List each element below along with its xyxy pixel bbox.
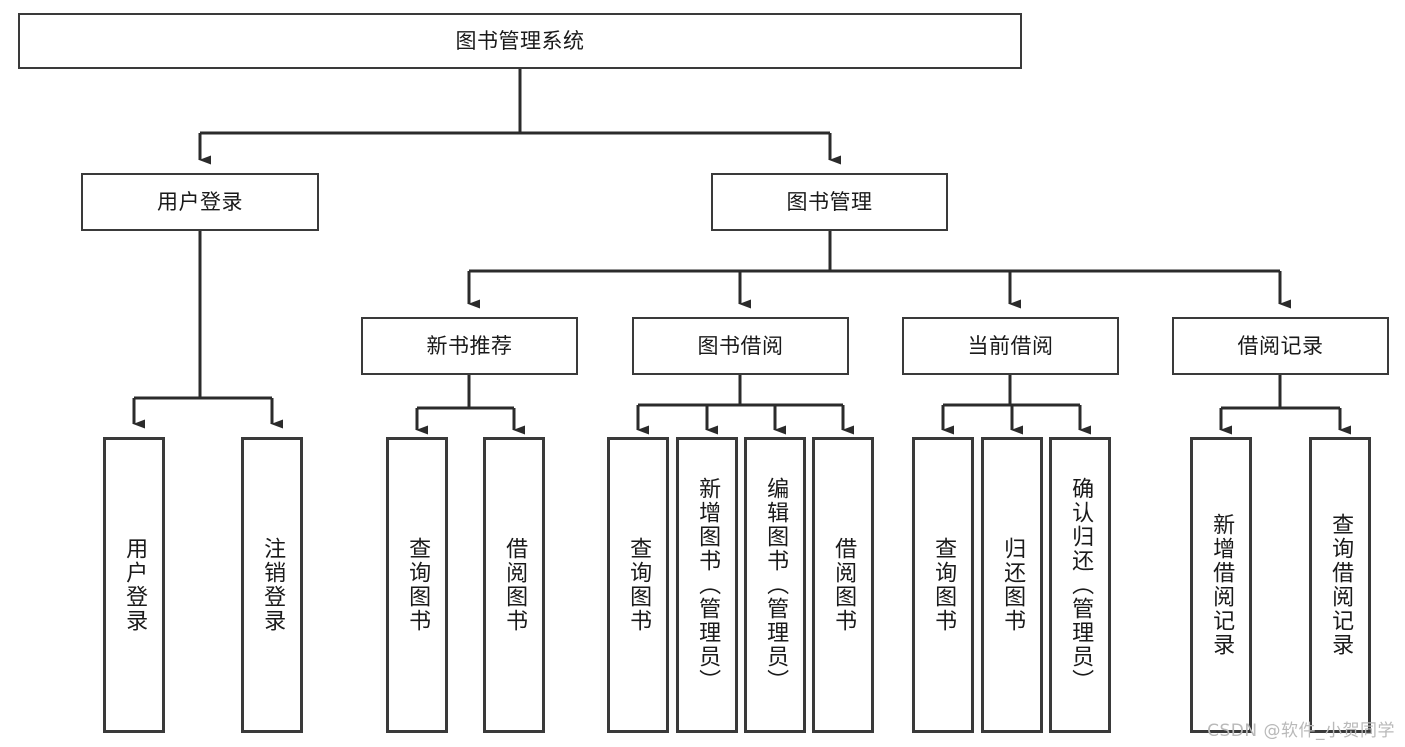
leaf-edit-book-admin[interactable]: 编辑图书（管理员） xyxy=(744,437,806,733)
leaf-logout-label: 注销登录 xyxy=(260,537,286,633)
node-borrow-record-label: 借阅记录 xyxy=(1237,333,1324,358)
node-user-login-label: 用户登录 xyxy=(157,189,243,214)
leaf-borrow-book-new[interactable]: 借阅图书 xyxy=(483,437,545,733)
leaf-logout[interactable]: 注销登录 xyxy=(241,437,303,733)
leaf-query-book-current-label: 查询图书 xyxy=(931,537,957,633)
node-book-management[interactable]: 图书管理 xyxy=(711,173,948,231)
leaf-query-book-borrow[interactable]: 查询图书 xyxy=(607,437,669,733)
node-borrow-record[interactable]: 借阅记录 xyxy=(1172,317,1389,375)
leaf-query-book-borrow-label: 查询图书 xyxy=(626,537,652,633)
leaf-confirm-return-admin[interactable]: 确认归还（管理员） xyxy=(1049,437,1111,733)
node-book-management-label: 图书管理 xyxy=(786,189,873,214)
watermark: CSDN @软件_小贺同学 xyxy=(1207,721,1395,741)
node-new-book-recommend-label: 新书推荐 xyxy=(426,333,513,358)
node-user-login[interactable]: 用户登录 xyxy=(81,173,319,231)
leaf-add-borrow-record-label: 新增借阅记录 xyxy=(1209,513,1235,657)
node-current-borrow-label: 当前借阅 xyxy=(967,333,1054,358)
leaf-query-borrow-record-label: 查询借阅记录 xyxy=(1328,513,1354,657)
node-root[interactable]: 图书管理系统 xyxy=(18,13,1022,69)
leaf-edit-book-admin-label: 编辑图书（管理员） xyxy=(763,477,789,693)
leaf-borrow-book-label: 借阅图书 xyxy=(831,537,857,633)
leaf-borrow-book[interactable]: 借阅图书 xyxy=(812,437,874,733)
node-current-borrow[interactable]: 当前借阅 xyxy=(902,317,1119,375)
leaf-add-book-admin-label: 新增图书（管理员） xyxy=(695,477,721,693)
leaf-add-book-admin[interactable]: 新增图书（管理员） xyxy=(676,437,738,733)
leaf-return-book-label: 归还图书 xyxy=(1000,537,1026,633)
node-root-label: 图书管理系统 xyxy=(455,28,585,53)
leaf-add-borrow-record[interactable]: 新增借阅记录 xyxy=(1190,437,1252,733)
leaf-borrow-book-new-label: 借阅图书 xyxy=(502,537,528,633)
leaf-return-book[interactable]: 归还图书 xyxy=(981,437,1043,733)
node-book-borrow[interactable]: 图书借阅 xyxy=(632,317,849,375)
leaf-confirm-return-admin-label: 确认归还（管理员） xyxy=(1068,477,1094,693)
node-book-borrow-label: 图书借阅 xyxy=(697,333,784,358)
leaf-query-book-current[interactable]: 查询图书 xyxy=(912,437,974,733)
leaf-query-borrow-record[interactable]: 查询借阅记录 xyxy=(1309,437,1371,733)
leaf-query-book-new[interactable]: 查询图书 xyxy=(386,437,448,733)
leaf-user-login-label: 用户登录 xyxy=(122,537,148,633)
leaf-query-book-new-label: 查询图书 xyxy=(405,537,431,633)
node-new-book-recommend[interactable]: 新书推荐 xyxy=(361,317,578,375)
leaf-user-login[interactable]: 用户登录 xyxy=(103,437,165,733)
